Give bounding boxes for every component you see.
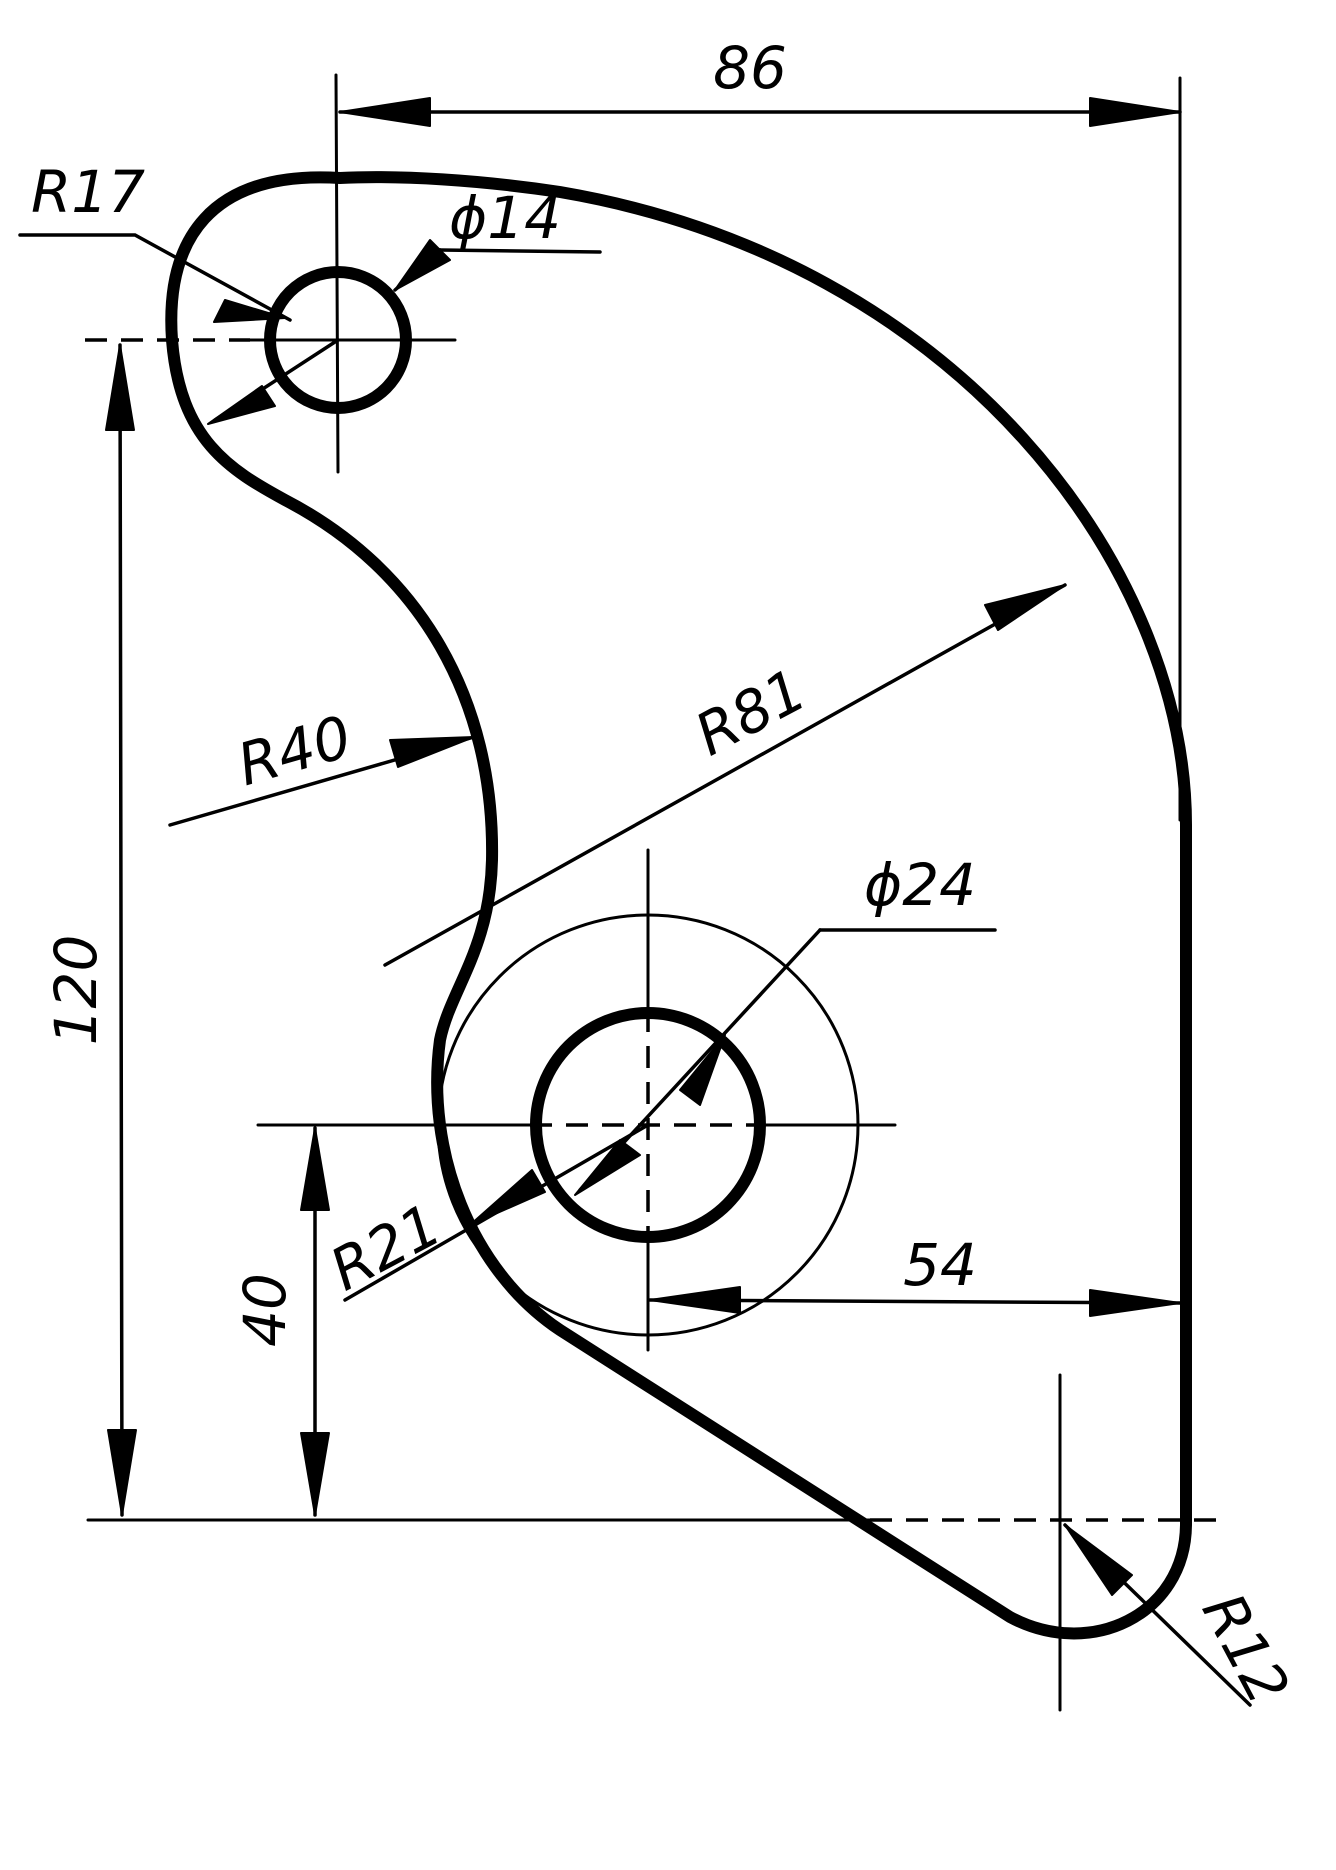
d24-arrow-lower	[574, 1139, 641, 1196]
d14-leader-line	[438, 248, 602, 254]
dim-86-arrow-left	[339, 97, 431, 127]
r12-arrow	[1064, 1524, 1133, 1596]
r81-label: R81	[684, 656, 817, 770]
r17-leader	[18, 233, 292, 322]
dim-120-arrow-bottom	[107, 1429, 137, 1516]
dim-120-line	[118, 343, 124, 1517]
dim-54-label: 54	[903, 1231, 977, 1299]
dim-120-arrow-top	[105, 344, 135, 431]
dim-120-label: 120	[42, 935, 110, 1046]
r17-arrow-lower	[207, 385, 276, 425]
r40-label: R40	[230, 702, 358, 799]
dim-86-arrow-right	[1089, 97, 1181, 127]
r12-label: R12	[1189, 1582, 1303, 1715]
r17-arrow	[213, 299, 286, 323]
dim-86-label: 86	[713, 34, 787, 102]
small-hole-vertical-centerline	[334, 73, 340, 474]
d14-label: ϕ14	[449, 184, 561, 252]
dim-40-label: 40	[231, 1273, 299, 1347]
part-outline	[165, 171, 1192, 1640]
d24-label: ϕ24	[864, 851, 976, 919]
r40-arrow	[389, 736, 475, 768]
dim-54-arrow-right	[1089, 1289, 1181, 1317]
r17-label: R17	[31, 158, 145, 226]
d14-arrow	[394, 239, 451, 291]
r21-label: R21	[319, 1191, 452, 1305]
r81-leader	[383, 583, 1067, 967]
dim-54-arrow-left	[649, 1286, 741, 1314]
r21-arrow	[469, 1169, 546, 1226]
r81-arrow	[984, 584, 1066, 631]
dim-40-arrow-bottom	[300, 1432, 330, 1516]
dim-40-arrow-top	[300, 1127, 330, 1211]
d24-arrow-upper	[679, 1034, 726, 1106]
